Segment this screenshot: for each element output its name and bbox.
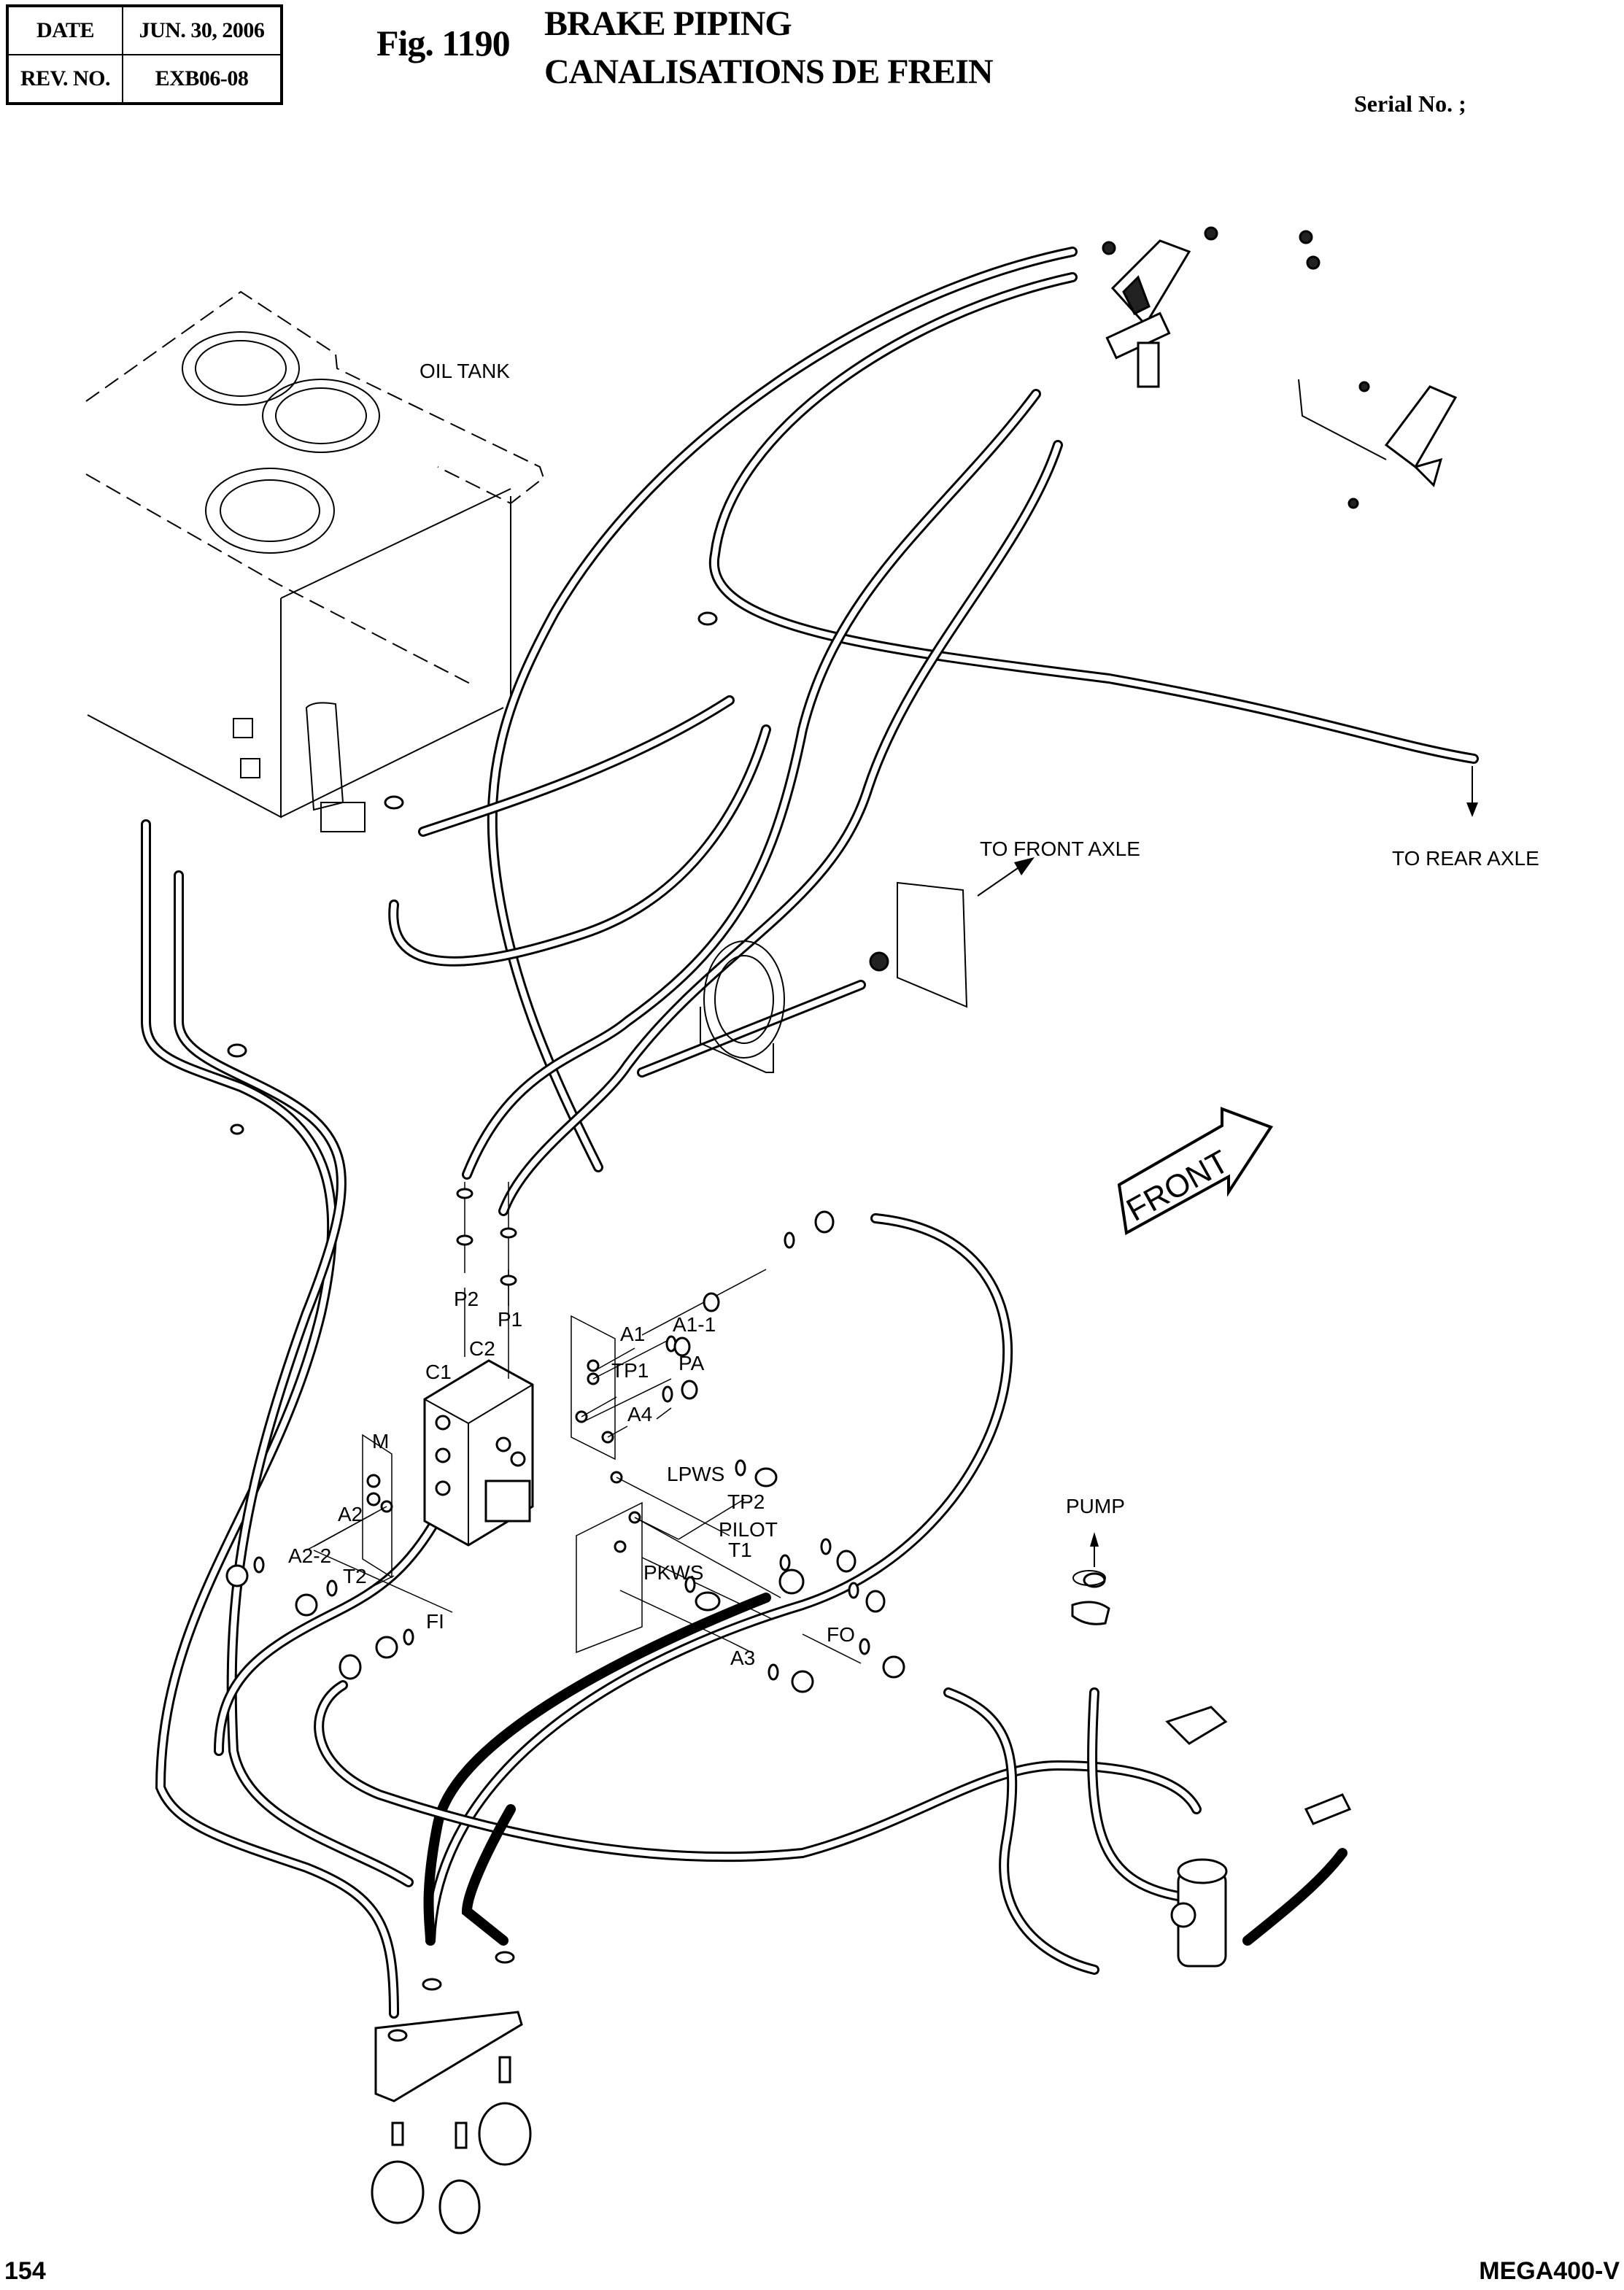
date-value: JUN. 30, 2006 (122, 5, 282, 55)
leader-lines (306, 1182, 862, 1664)
oil-tank (85, 290, 545, 832)
brake-valve-pedal-assembly (1102, 226, 1458, 509)
port-label-a4: A4 (627, 1403, 652, 1426)
to-front-axle-label: TO FRONT AXLE (980, 838, 1140, 860)
oil-tank-label: OIL TANK (419, 360, 510, 382)
fittings (225, 611, 905, 1693)
revision-table: DATE JUN. 30, 2006 REV. NO. EXB06-08 (6, 4, 283, 105)
title-english: BRAKE PIPING (544, 4, 792, 43)
brake-valve-block (423, 1359, 534, 1547)
port-plates (362, 1315, 643, 1654)
figure-number: Fig. 1190 (376, 23, 511, 63)
port-label-t2: T2 (343, 1565, 367, 1587)
port-label-lpws: LPWS (667, 1463, 724, 1485)
line-filter (1071, 1570, 1352, 1968)
port-label-pilot: PILOT (719, 1518, 778, 1541)
port-label-t1: T1 (728, 1539, 752, 1561)
serial-number: Serial No. ; (1354, 90, 1466, 117)
port-label-a3: A3 (730, 1647, 755, 1669)
brake-hoses (141, 247, 1479, 2019)
port-label-tp1: TP1 (611, 1359, 649, 1382)
direction-arrows (977, 766, 1478, 1588)
port-label-tp2: TP2 (727, 1490, 765, 1513)
title-french: CANALISATIONS DE FREIN (544, 53, 994, 91)
front-direction-arrow: FRONT (1117, 1107, 1274, 1236)
page-number: 154 (4, 2257, 46, 2285)
rev-label: REV. NO. (7, 54, 123, 104)
rev-value: EXB06-08 (122, 54, 282, 104)
port-label-p1: P1 (498, 1308, 522, 1331)
port-label-a2: A2 (338, 1503, 363, 1525)
hose-junction-bracket (700, 881, 968, 1073)
port-label-fo: FO (827, 1623, 855, 1646)
port-label-m: M (372, 1430, 389, 1452)
pump-label: PUMP (1066, 1495, 1125, 1517)
port-label-c2: C2 (469, 1337, 495, 1360)
to-rear-axle-label: TO REAR AXLE (1392, 847, 1539, 870)
port-label-p2: P2 (454, 1288, 479, 1310)
port-label-a1-1: A1-1 (673, 1313, 716, 1336)
port-label-a2-2: A2-2 (288, 1544, 331, 1567)
port-label-a1: A1 (620, 1323, 645, 1345)
date-label: DATE (7, 5, 123, 55)
accumulators (371, 1951, 532, 2235)
port-labels: P2 P1 C2 C1 A1 A1-1 TP1 PA A4 M A2 A2-2 … (288, 1288, 855, 1669)
model-name: MEGA400-V (1479, 2257, 1620, 2285)
port-label-c1: C1 (425, 1361, 452, 1383)
page-title: BRAKE PIPING CANALISATIONS DE FREIN (544, 0, 994, 96)
port-label-fi: FI (426, 1610, 444, 1633)
